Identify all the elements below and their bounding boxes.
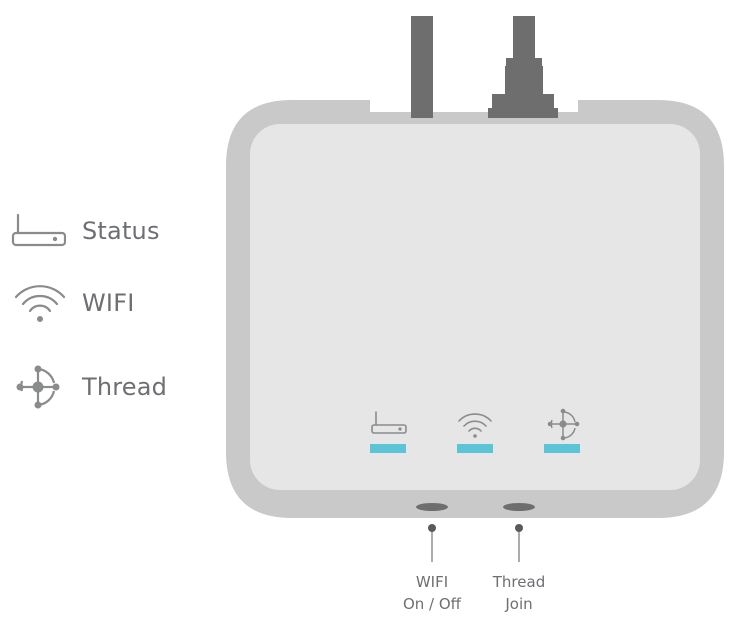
wifi-caption-line2: On / Off <box>402 595 462 613</box>
led-status-icon <box>371 411 407 434</box>
legend-item-thread: Thread <box>10 364 167 410</box>
thread-join-button <box>503 503 535 511</box>
legend-item-status: Status <box>10 208 160 254</box>
thread-caption-line2: Join <box>505 595 533 613</box>
router-icon <box>10 208 72 254</box>
device-face <box>250 124 700 490</box>
led-thread-bar <box>544 444 580 453</box>
wifi-caption-line1: WIFI <box>415 573 449 591</box>
thread-caption-line1: Thread <box>492 573 546 591</box>
led-wifi-icon <box>458 413 492 432</box>
cable-left <box>411 16 433 118</box>
led-thread-icon <box>547 408 580 441</box>
wifi-button-callout <box>428 524 436 562</box>
legend-label-wifi: WIFI <box>82 289 135 317</box>
wifi-icon <box>10 280 72 326</box>
thread-icon <box>10 364 72 410</box>
legend-label-thread: Thread <box>82 373 168 401</box>
cable-right <box>488 16 558 118</box>
wifi-button <box>416 503 448 511</box>
thread-button-callout <box>515 524 523 562</box>
led-wifi-bar <box>457 444 493 453</box>
legend-label-status: Status <box>82 217 160 245</box>
legend-item-wifi: WIFI <box>10 280 135 326</box>
thread-button-caption: Thread Join <box>469 571 569 615</box>
led-status-bar <box>370 444 406 453</box>
wifi-button-caption: WIFI On / Off <box>382 571 482 615</box>
